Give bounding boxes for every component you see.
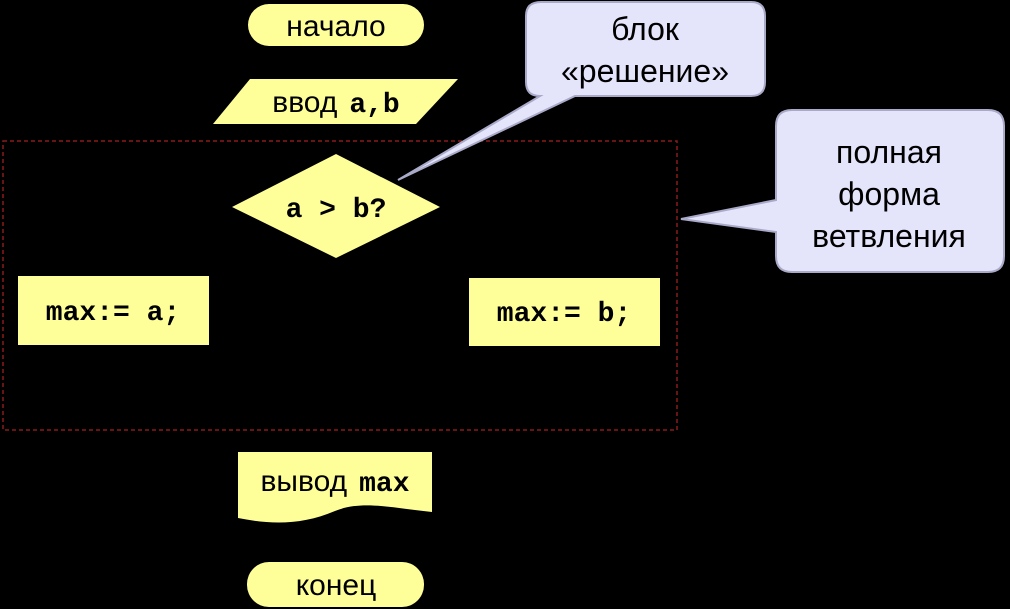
callout-branch-line2: форма: [838, 176, 940, 212]
end-label: конец: [296, 569, 377, 602]
callout-full-branch: полная форма ветвления: [680, 109, 1005, 273]
callout-decision-line1: блок: [611, 11, 680, 47]
callout-decision-block: блок «решение»: [397, 1, 766, 181]
input-label: ввод a,b: [272, 86, 400, 121]
right-action-label: max:= b;: [497, 299, 631, 330]
callout-decision-line2: «решение»: [561, 53, 729, 89]
callout-branch-line1: полная: [836, 134, 942, 170]
input-block: ввод a,b: [213, 79, 458, 124]
start-block: начало: [248, 4, 424, 46]
callout-branch-line3: ветвления: [812, 218, 966, 254]
branch-frame: [2, 140, 678, 431]
output-label: вывод max: [260, 465, 409, 500]
end-block: конец: [247, 562, 424, 607]
right-action-block: max:= b;: [469, 278, 660, 346]
output-block: вывод max: [238, 452, 432, 523]
decision-block: a > b?: [232, 154, 440, 258]
left-action-block: max:= a;: [18, 276, 209, 345]
decision-label: a > b?: [286, 195, 387, 226]
left-action-label: max:= a;: [46, 298, 180, 329]
start-label: начало: [286, 10, 385, 43]
